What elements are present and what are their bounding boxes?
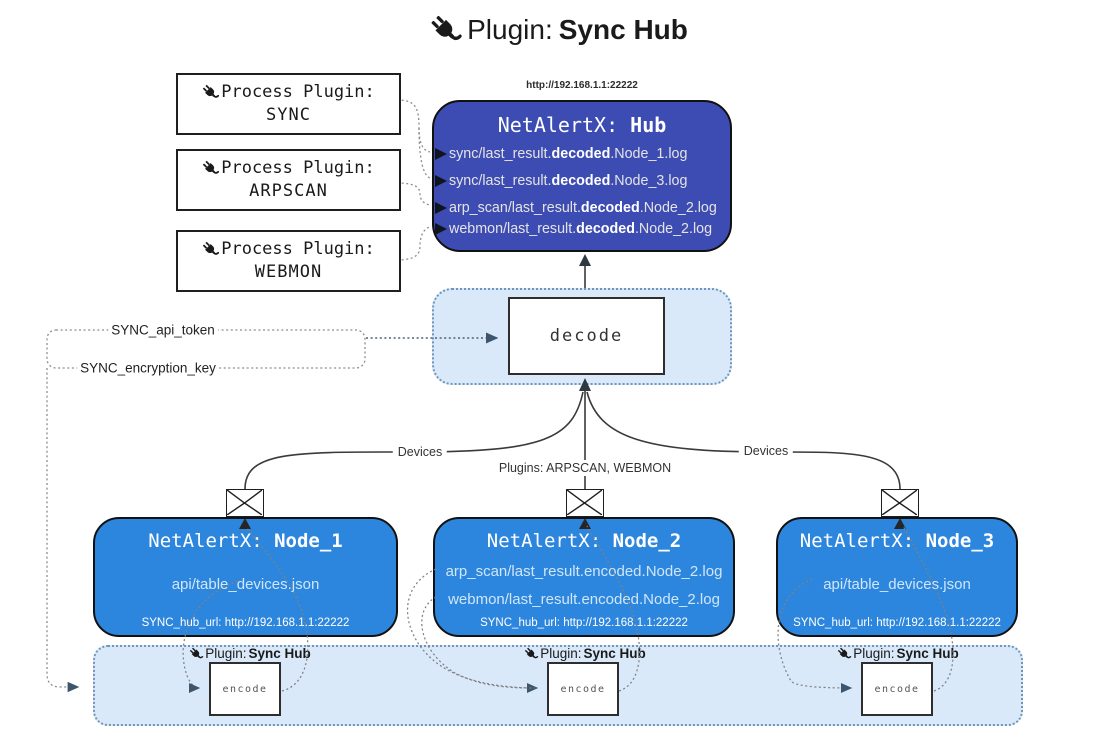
edge-sync-to-log2 xyxy=(418,127,431,179)
band-plugin-label: Plugin: Sync Hub xyxy=(837,646,959,661)
process-plugin-webmon-box: Process Plugin: WEBMON xyxy=(176,230,401,292)
encode-box-2: encode xyxy=(547,662,619,716)
arrowhead-icon xyxy=(435,175,447,187)
hub-log-row: webmon/last_result.decoded.Node_2.log xyxy=(435,218,712,240)
plug-icon xyxy=(203,160,220,174)
encode-box-1: encode xyxy=(209,662,281,716)
process-plugin-name: WEBMON xyxy=(254,262,323,282)
plug-icon xyxy=(203,84,220,98)
process-plugin-label: Process Plugin: xyxy=(221,239,375,260)
decode-box: decode xyxy=(508,297,665,375)
encode-box-3: encode xyxy=(861,662,933,716)
node2-box: NetAlertX: Node_2 arp_scan/last_result.e… xyxy=(433,517,735,637)
band-plugin-label: Plugin: Sync Hub xyxy=(189,646,311,661)
hub-title: NetAlertX: Hub xyxy=(434,113,730,137)
band-plugin-label: Plugin: Sync Hub xyxy=(524,646,646,661)
plug-icon xyxy=(189,647,204,658)
process-plugin-sync-box: Process Plugin: SYNC xyxy=(176,73,401,135)
arrowhead-icon xyxy=(435,223,447,235)
edge-webmon-to-log4 xyxy=(396,226,431,261)
edge-label-devices-left: Devices xyxy=(392,444,448,460)
process-plugin-arpscan-box: Process Plugin: ARPSCAN xyxy=(176,149,401,211)
edge-sync-to-log1 xyxy=(396,99,431,153)
envelope-icon xyxy=(566,489,604,517)
page-title-prefix: Plugin: xyxy=(467,14,553,45)
node3-files: api/table_devices.json xyxy=(823,576,971,593)
edge-label-plugins: Plugins: ARPSCAN, WEBMON xyxy=(493,460,677,476)
plug-icon xyxy=(203,241,220,255)
process-plugin-name: ARPSCAN xyxy=(249,181,328,201)
plug-icon xyxy=(524,647,539,658)
plug-icon xyxy=(431,15,462,40)
edge-arpscan-to-log3 xyxy=(396,182,431,206)
sync-encryption-key-label: SYNC_encryption_key xyxy=(77,360,219,376)
hub-log-row: arp_scan/last_result.decoded.Node_2.log xyxy=(435,197,717,219)
hub-log-row: sync/last_result.decoded.Node_3.log xyxy=(435,170,687,192)
process-plugin-name: SYNC xyxy=(266,105,311,125)
page-title: Plugin: Sync Hub xyxy=(429,14,688,46)
plug-icon xyxy=(837,647,852,658)
node2-files: arp_scan/last_result.encoded.Node_2.log … xyxy=(445,563,723,608)
page-title-name: Sync Hub xyxy=(558,14,688,45)
node3-hub-url: SYNC_hub_url: http://192.168.1.1:22222 xyxy=(793,617,1001,629)
arrowhead-icon xyxy=(435,202,447,214)
sync-api-token-label: SYNC_api_token xyxy=(108,322,218,338)
node1-files: api/table_devices.json xyxy=(171,576,320,593)
process-plugin-label: Process Plugin: xyxy=(221,158,375,179)
hub-url-label: http://192.168.1.1:22222 xyxy=(526,80,638,91)
node2-hub-url: SYNC_hub_url: http://192.168.1.1:22222 xyxy=(480,617,688,629)
node3-box: NetAlertX: Node_3 api/table_devices.json… xyxy=(776,517,1018,637)
hub-box: NetAlertX: Hub sync/last_result.decoded.… xyxy=(432,100,732,252)
arrowhead-icon xyxy=(435,148,447,160)
process-plugin-label: Process Plugin: xyxy=(221,82,375,103)
node1-hub-url: SYNC_hub_url: http://192.168.1.1:22222 xyxy=(141,617,350,629)
hub-title-name: Hub xyxy=(630,113,667,137)
edge-encryption-key-to-band xyxy=(46,368,80,693)
edge-label-devices-right: Devices xyxy=(738,443,794,459)
node1-box: NetAlertX: Node_1 api/table_devices.json… xyxy=(93,517,398,637)
envelope-icon xyxy=(881,489,919,517)
hub-log-row: sync/last_result.decoded.Node_1.log xyxy=(435,143,687,165)
envelope-icon xyxy=(226,489,264,517)
hub-title-prefix: NetAlertX: xyxy=(497,113,631,137)
